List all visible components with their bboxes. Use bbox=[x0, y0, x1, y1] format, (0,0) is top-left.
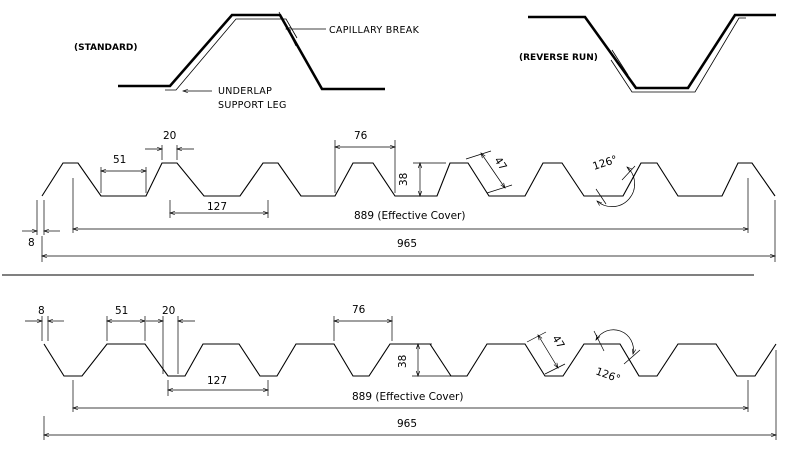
capillary-break-label: CAPILLARY BREAK bbox=[329, 25, 420, 36]
standard-sheet-underlap bbox=[165, 18, 298, 91]
dim-127-label: 127 bbox=[207, 201, 227, 213]
top-profile: 20 51 76 38 47 126° 127 889 (Eff bbox=[22, 130, 776, 262]
reverse-sheet-profile bbox=[528, 13, 776, 90]
dim-47-ext-bottom bbox=[486, 184, 513, 194]
bangle-126-arc bbox=[595, 329, 637, 355]
dim-38-label: 38 bbox=[398, 173, 410, 186]
standard-sheet-profile bbox=[118, 13, 385, 91]
bdim-8-label: 8 bbox=[38, 305, 45, 317]
dim-20-label: 20 bbox=[163, 130, 176, 142]
dim-76-label: 76 bbox=[354, 130, 368, 142]
dim-47-line bbox=[480, 152, 506, 189]
reverse-sheet-overlap bbox=[610, 17, 746, 93]
dim-8-label: 8 bbox=[28, 237, 35, 249]
bangle-126-label: 126° bbox=[594, 366, 622, 386]
angle-126-arc bbox=[596, 166, 636, 208]
bdim-47-label: 47 bbox=[549, 333, 566, 351]
dim-47-ext-top bbox=[465, 150, 492, 160]
underlap-label-line1: UNDERLAP bbox=[218, 86, 272, 97]
underlap-label-line2: SUPPORT LEG bbox=[218, 100, 287, 111]
bdim-47-ext-top bbox=[526, 331, 547, 343]
standard-label: (STANDARD) bbox=[74, 43, 137, 53]
standard-detail: (STANDARD) CAPILLARY BREAK UNDERLAP SUPP… bbox=[74, 11, 420, 111]
bottom-sheet-outline bbox=[43, 343, 777, 377]
bdim-76-label: 76 bbox=[352, 304, 366, 316]
reverse-capillary-fold bbox=[611, 49, 629, 76]
bdim-51-label: 51 bbox=[115, 305, 128, 317]
bangle-126-tick-left bbox=[593, 330, 605, 352]
dim-51-label: 51 bbox=[113, 154, 126, 166]
bdim-20-label: 20 bbox=[162, 305, 175, 317]
angle-126-tick-top bbox=[621, 165, 636, 181]
angle-126-tick-bottom bbox=[595, 188, 607, 205]
bdim-38-label: 38 bbox=[397, 355, 409, 368]
bottom-profile: 8 51 20 76 38 47 126° 127 bbox=[25, 304, 777, 440]
bdim-127-label: 127 bbox=[207, 375, 227, 387]
bdim-965-label: 965 bbox=[397, 418, 417, 430]
dim-47-label: 47 bbox=[492, 155, 509, 173]
dim-965-label: 965 bbox=[397, 238, 417, 250]
bdim-47-ext-bottom bbox=[544, 363, 566, 375]
reverse-run-detail: (REVERSE RUN) bbox=[519, 13, 776, 93]
angle-126-label: 126° bbox=[591, 154, 619, 173]
bangle-126-tick-right bbox=[623, 349, 641, 365]
bdim-889-label: 889 (Effective Cover) bbox=[352, 391, 463, 403]
reverse-run-label: (REVERSE RUN) bbox=[519, 53, 598, 63]
dim-889-label: 889 (Effective Cover) bbox=[354, 210, 465, 222]
bdim-47-line bbox=[537, 334, 559, 369]
